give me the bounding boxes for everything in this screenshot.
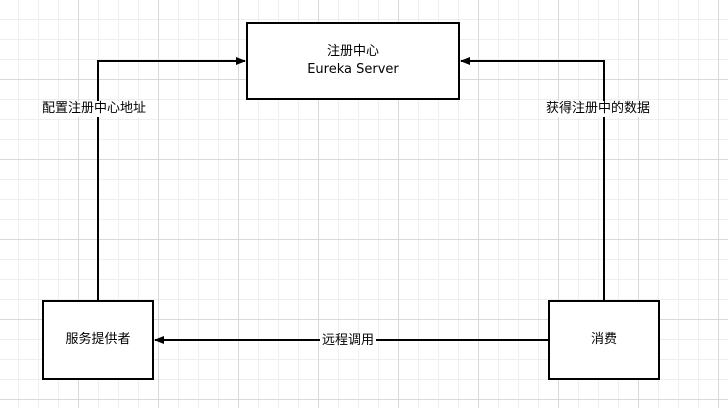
registry-subtitle: Eureka Server [307, 62, 399, 77]
arrow-provider-to-registry [97, 57, 246, 300]
arrow-consumer-to-registry [460, 57, 605, 300]
service-provider-node[interactable]: 服务提供者 [42, 300, 154, 380]
registry-title: 注册中心 [326, 44, 379, 59]
remote-call-edge-label: 远程调用 [320, 333, 377, 349]
provider-title: 服务提供者 [65, 332, 131, 347]
register-edge-label: 配置注册中心地址 [40, 101, 149, 117]
consumer-title: 消费 [590, 332, 617, 347]
fetch-edge-label: 获得注册中的数据 [544, 101, 653, 117]
registry-server-node[interactable]: 注册中心 Eureka Server [246, 22, 460, 100]
consumer-node[interactable]: 消费 [548, 300, 660, 380]
